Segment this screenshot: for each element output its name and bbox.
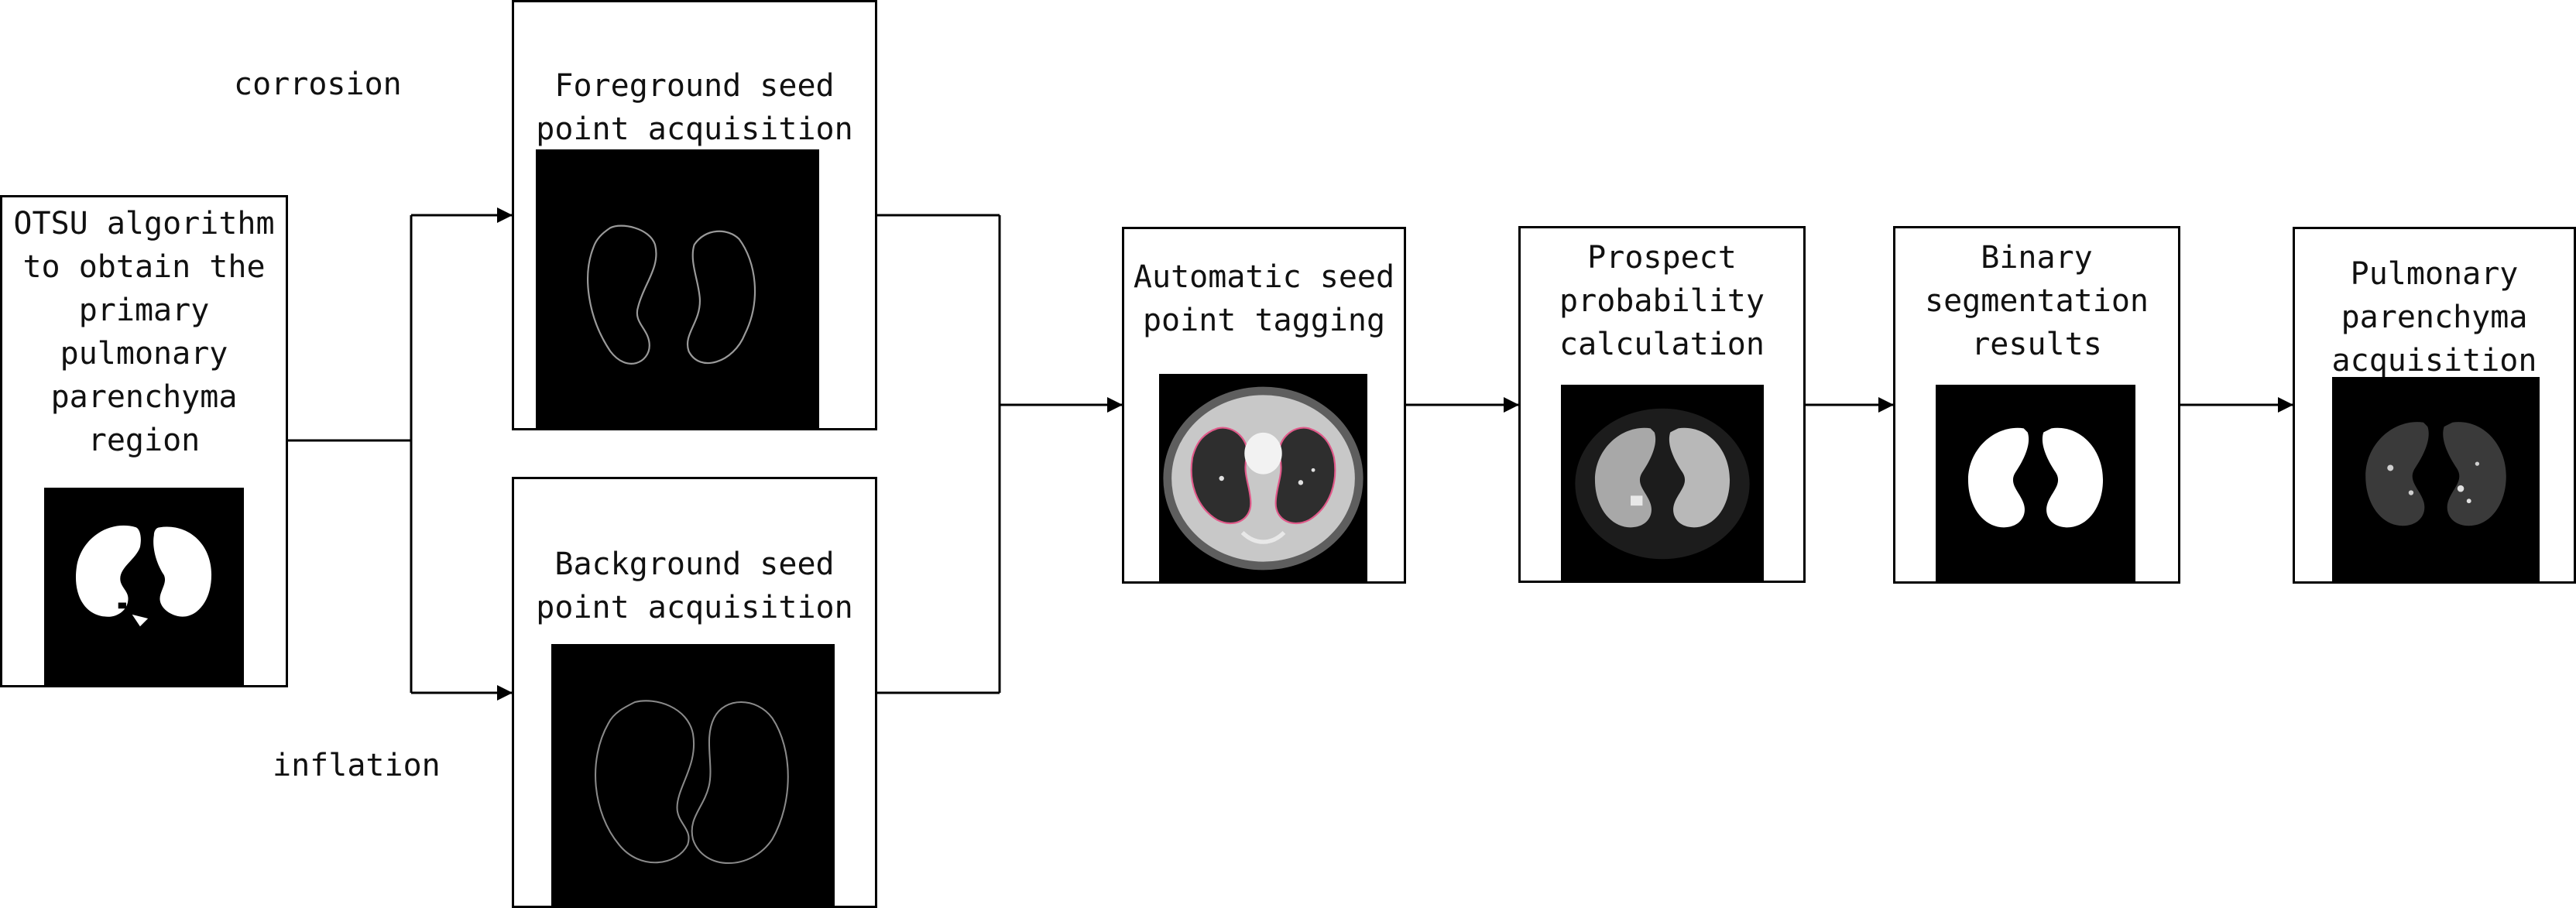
binary-box-text: Binary segmentation results <box>1895 236 2178 366</box>
arrowhead-prospect <box>1504 397 1519 413</box>
label-corrosion: corrosion <box>234 67 402 102</box>
ct-slice-with-seed-points-icon <box>1159 374 1367 583</box>
pulmonary-line-1: Pulmonary <box>2350 256 2519 292</box>
binary-segmentation-icon <box>1936 385 2135 583</box>
prospect-line-1: Prospect <box>1587 240 1737 276</box>
otsu-line-4: pulmonary <box>60 336 228 372</box>
pulmonary-box-text: Pulmonary parenchyma acquisition <box>2295 252 2574 382</box>
arrowhead-background <box>497 685 513 701</box>
background-box-text: Background seed point acquisition <box>514 543 875 629</box>
otsu-line-3: primary <box>78 293 210 328</box>
dilated-lung-outline-icon <box>551 644 835 908</box>
binary-lung-mask-icon <box>44 488 244 686</box>
arrowhead-pulmonary <box>2278 397 2293 413</box>
foreground-line-2: point acquisition <box>536 111 853 147</box>
pulmonary-line-2: parenchyma <box>2341 300 2528 335</box>
automatic-box-text: Automatic seed point tagging <box>1124 255 1404 342</box>
foreground-line-1: Foreground seed <box>554 68 835 104</box>
binary-line-2: segmentation <box>1925 283 2149 319</box>
background-line-2: point acquisition <box>536 590 853 625</box>
probability-map-icon <box>1561 385 1764 583</box>
prospect-line-3: calculation <box>1559 327 1765 362</box>
background-line-1: Background seed <box>554 547 835 582</box>
otsu-line-5: parenchyma <box>50 379 238 415</box>
pulmonary-line-3: acquisition <box>2331 343 2537 379</box>
automatic-line-2: point tagging <box>1142 303 1386 338</box>
prospect-line-2: probability <box>1559 283 1765 319</box>
arrowhead-foreground <box>497 207 513 223</box>
label-inflation: inflation <box>273 748 441 783</box>
arrowhead-binary <box>1878 397 1894 413</box>
binary-line-1: Binary <box>1981 240 2093 276</box>
foreground-box-text: Foreground seed point acquisition <box>514 64 875 151</box>
eroded-lung-outline-icon <box>536 149 819 430</box>
arrowhead-automatic <box>1107 397 1123 413</box>
binary-line-3: results <box>1971 327 2102 362</box>
otsu-line-6: region <box>87 423 201 458</box>
otsu-box-text: OTSU algorithm to obtain the primary pul… <box>2 202 286 462</box>
otsu-line-2: to obtain the <box>22 249 266 285</box>
otsu-line-1: OTSU algorithm <box>13 206 275 242</box>
extracted-parenchyma-icon <box>2332 377 2540 584</box>
automatic-line-1: Automatic seed <box>1133 259 1395 295</box>
prospect-box-text: Prospect probability calculation <box>1521 236 1803 366</box>
